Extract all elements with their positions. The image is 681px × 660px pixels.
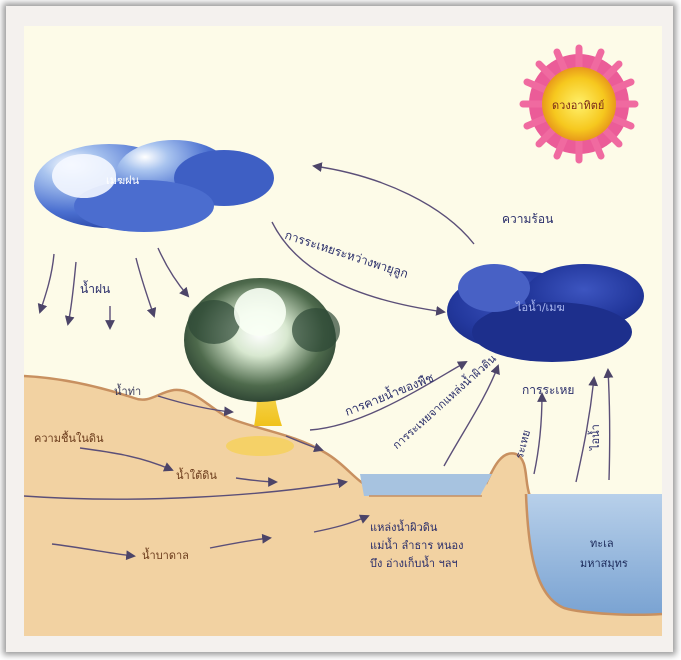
- evaporation-arrow-label-2: ไอน้ำ: [589, 424, 602, 450]
- rain-cloud-label: เมฆฝน: [106, 174, 140, 187]
- heat-arrow: [312, 162, 475, 245]
- sun: [519, 44, 639, 164]
- sun-label: ดวงอาทิตย์: [552, 99, 605, 112]
- diagram-frame: ดวงอาทิตย์ ความร้อน เมฆฝน น้ำฝน ไอน้ำ/เม…: [6, 6, 673, 652]
- surface-evaporation-arrow: [443, 364, 500, 467]
- water-cycle-diagram: ดวงอาทิตย์ ความร้อน เมฆฝน น้ำฝน ไอน้ำ/เม…: [24, 26, 662, 636]
- surface-water-line2: แม่น้ำ ลำธาร หนอง: [370, 539, 464, 552]
- soil-moisture-arrow: [79, 447, 174, 472]
- rain-arrow: [37, 253, 55, 314]
- rain-label: น้ำฝน: [80, 282, 111, 296]
- runoff-arrow: [285, 435, 324, 453]
- rain-arrow: [64, 261, 77, 326]
- runoff-label: น้ำท่า: [114, 385, 142, 398]
- land-edge: [24, 374, 365, 486]
- ocean-label-line1: ทะเล: [590, 537, 614, 550]
- groundwater-arrow: [209, 533, 272, 549]
- heat-label: ความร้อน: [502, 212, 554, 226]
- flow-arrows: [24, 162, 614, 561]
- transpiration-arrow: [309, 361, 468, 431]
- rain-cloud: [34, 140, 274, 232]
- rain-arrow: [157, 247, 190, 298]
- sea-evaporation-arrow: [533, 392, 547, 475]
- sea-evaporation-arrow: [603, 368, 614, 481]
- groundwater-arrow: [313, 514, 370, 533]
- tree: [184, 278, 340, 456]
- surface-water-line3: บึง อ่างเก็บน้ำ ฯลฯ: [370, 557, 458, 570]
- water-cycle-illustration: [24, 44, 662, 636]
- vapor-cloud: [447, 264, 644, 362]
- hill-edge: [484, 452, 532, 497]
- groundwater-flow-arrow: [24, 478, 348, 500]
- ocean: [526, 494, 662, 615]
- groundwater-label: น้ำบาดาล: [142, 549, 189, 562]
- land-surface: [24, 376, 662, 636]
- vapor-cloud-label: ไอน้ำ/เมฆ: [516, 301, 565, 314]
- ocean-floor-edge: [524, 493, 662, 616]
- rain-arrow: [135, 257, 157, 318]
- infiltration-arrow: [235, 477, 278, 487]
- soil-moisture-label: ความชื้นในดิน: [34, 432, 104, 445]
- runoff-arrow: [157, 395, 234, 417]
- evaporation-label: การระเหย: [522, 383, 575, 397]
- sea-evaporation-arrow: [575, 376, 599, 483]
- infiltration-label: น้ำใต้ดิน: [176, 469, 217, 482]
- sublimation-arrow: [271, 221, 446, 316]
- ocean-label-line2: มหาสมุทร: [580, 557, 628, 570]
- groundwater-arrow: [51, 543, 136, 561]
- surface-water-title: แหล่งน้ำผิวดิน: [370, 521, 438, 534]
- sun-core: [542, 67, 616, 141]
- surface-water-body: [360, 474, 492, 496]
